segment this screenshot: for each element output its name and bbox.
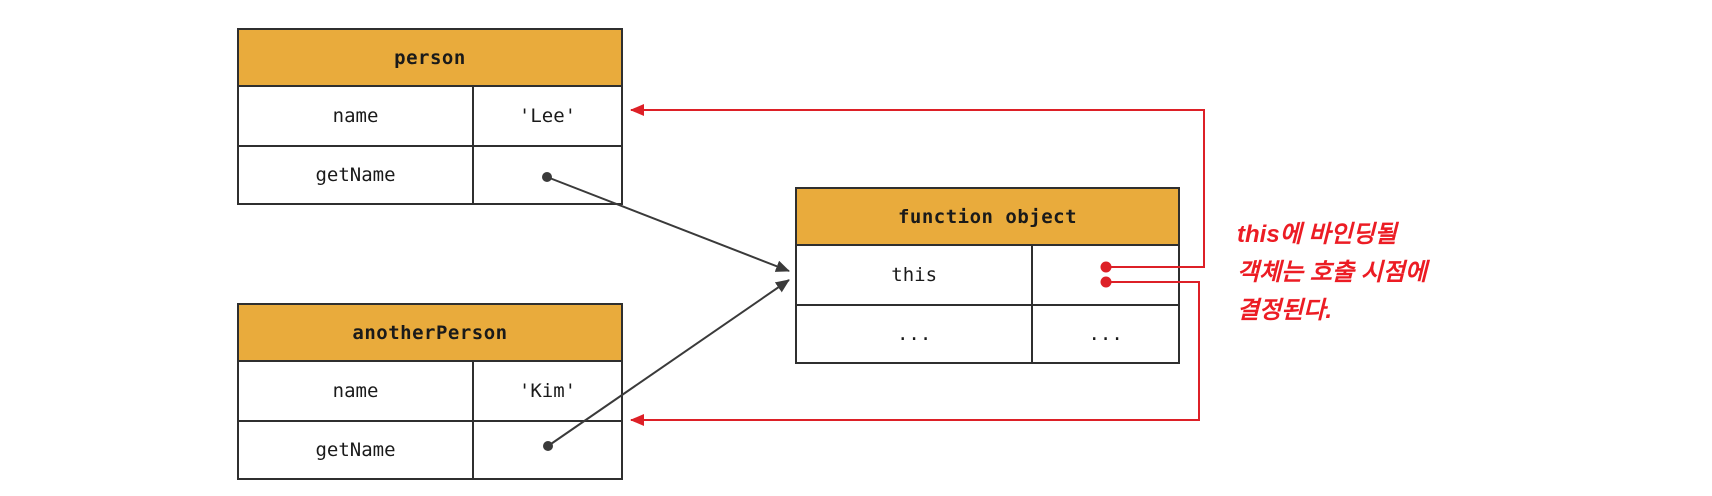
person-table: person name 'Lee' getName: [237, 28, 623, 205]
table-row: ... ...: [797, 304, 1178, 362]
person-table-title: person: [239, 30, 621, 87]
person-getname-value: [472, 147, 621, 203]
another-person-name-value: 'Kim': [472, 362, 621, 420]
person-name-value: 'Lee': [472, 87, 621, 145]
person-name-key: name: [332, 105, 379, 127]
function-object-table-title: function object: [797, 189, 1178, 246]
table-row: this: [797, 246, 1178, 304]
another-person-table: anotherPerson name 'Kim' getName: [237, 303, 623, 480]
annotation-line: this에 바인딩될: [1237, 221, 1397, 248]
annotation-line: 결정된다.: [1237, 297, 1332, 324]
table-row: getName: [239, 145, 621, 203]
annotation-line: 객체는 호출 시점에: [1237, 259, 1427, 286]
another-person-getname-value: [472, 422, 621, 478]
another-person-name-key: name: [332, 380, 379, 402]
table-row: name 'Lee': [239, 87, 621, 145]
another-person-table-title: anotherPerson: [239, 305, 621, 362]
table-row: getName: [239, 420, 621, 478]
function-object-this-value: [1031, 246, 1178, 304]
function-object-ellipsis-value: ...: [1031, 306, 1178, 362]
function-object-table: function object this ... ...: [795, 187, 1180, 364]
person-getname-key: getName: [315, 164, 396, 186]
this-binding-annotation: this에 바인딩될 객체는 호출 시점에 결정된다.: [1237, 216, 1427, 330]
function-object-ellipsis-key: ...: [896, 323, 932, 345]
table-row: name 'Kim': [239, 362, 621, 420]
function-object-this-key: this: [891, 264, 938, 286]
another-person-getname-key: getName: [315, 439, 396, 461]
